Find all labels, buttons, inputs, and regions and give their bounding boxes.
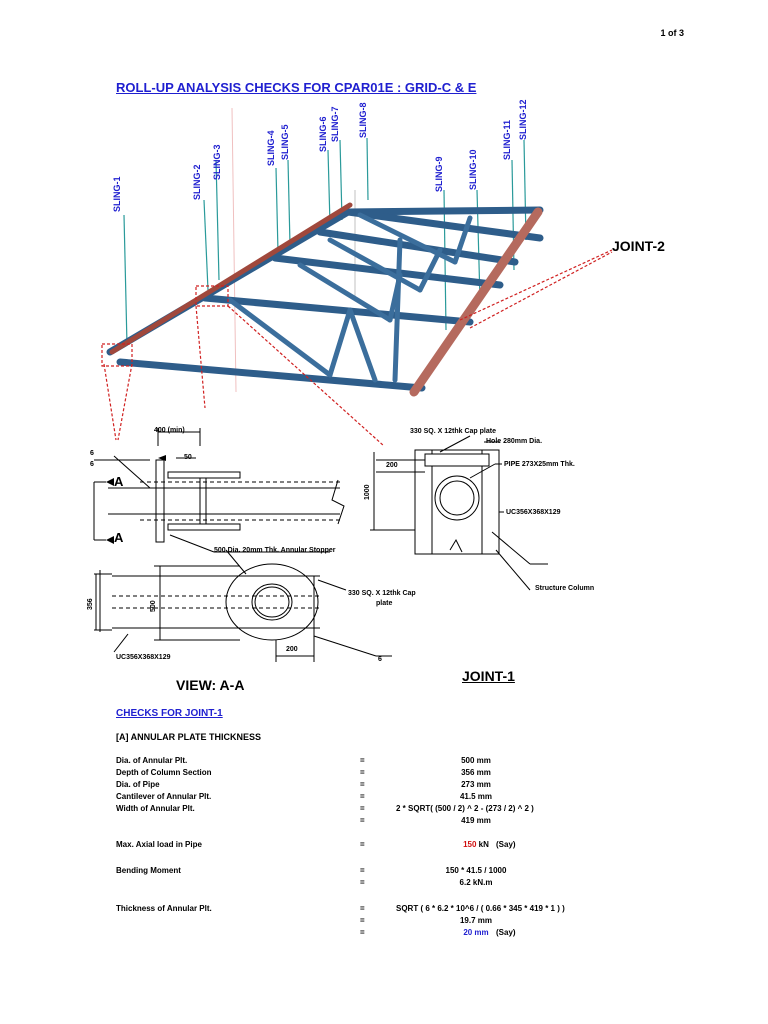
calc-row: = 419 mm: [116, 816, 676, 828]
callout-cap-plate-mid-2: plate: [376, 600, 393, 607]
calc-row: = 6.2 kN.m: [116, 878, 676, 890]
dim-200-plan: 200: [286, 646, 298, 653]
calc-value: 20 mm: [463, 928, 489, 937]
page-number: 1 of 3: [660, 28, 684, 38]
structure-3d-drawing: [101, 107, 613, 447]
calc-row: Dia. of Annular Plt. = 500 mm: [116, 756, 676, 768]
weld-size-6c: 6: [378, 656, 382, 663]
calc-row: Width of Annular Plt. = 2 * SQRT( (500 /…: [116, 804, 676, 816]
view-aa-label: VIEW: A-A: [176, 677, 245, 693]
calc-value: 273 mm: [461, 780, 491, 789]
calc-eq: =: [360, 804, 365, 813]
dim-50: 50: [184, 454, 192, 461]
callout-pipe: PIPE 273X25mm Thk.: [504, 461, 575, 468]
calc-eq: =: [360, 840, 365, 849]
calc-value: 2 * SQRT( (500 / 2) ^ 2 - (273 / 2) ^ 2 …: [396, 804, 534, 813]
calc-row: Bending Moment = 150 * 41.5 / 1000: [116, 866, 676, 878]
page-title: ROLL-UP ANALYSIS CHECKS FOR CPAR01E : GR…: [116, 80, 477, 95]
calc-value: 500 mm: [461, 756, 491, 765]
calc-eq: =: [360, 816, 365, 825]
callout-cap-plate-top: 330 SQ. X 12thk Cap plate: [410, 428, 496, 435]
calc-row: = 19.7 mm: [116, 916, 676, 928]
callout-uc-left: UC356X368X129: [116, 654, 171, 661]
section-mark-a-bottom: A: [114, 530, 124, 545]
section-mark-a-top: A: [114, 474, 124, 489]
callout-uc-right: UC356X368X129: [506, 509, 561, 516]
calc-label: Bending Moment: [116, 866, 181, 875]
calc-label: Depth of Column Section: [116, 768, 212, 777]
calc-row: Cantilever of Annular Plt. = 41.5 mm: [116, 792, 676, 804]
calc-eq: =: [360, 756, 365, 765]
callout-cap-plate-mid-1: 330 SQ. X 12thk Cap: [348, 590, 416, 597]
calc-eq: =: [360, 866, 365, 875]
dim-1000: 1000: [364, 484, 371, 500]
callout-annular-stopper: 500 Dia. 20mm Thk. Annular Stopper: [214, 547, 336, 554]
calc-eq: =: [360, 916, 365, 925]
calc-value: 150 kN: [396, 840, 556, 849]
calc-value: 19.7 mm: [459, 916, 493, 925]
weld-size-6b: 6: [90, 461, 94, 468]
callout-structure-column: Structure Column: [535, 585, 595, 592]
calc-value: 150 * 41.5 / 1000: [445, 866, 507, 875]
calc-label: Dia. of Pipe: [116, 780, 160, 789]
calc-value-unit: kN: [478, 840, 489, 849]
dim-356: 356: [87, 598, 94, 610]
calc-row: = 20 mm (Say): [116, 928, 676, 940]
calc-row: Dia. of Pipe = 273 mm: [116, 780, 676, 792]
dim-500: 500: [150, 600, 157, 612]
calc-value: SQRT ( 6 * 6.2 * 10^6 / ( 0.66 * 345 * 4…: [396, 904, 565, 913]
joint-details-drawing: [93, 428, 548, 662]
calc-label: Width of Annular Plt.: [116, 804, 195, 813]
calc-label: Thickness of Annular Plt.: [116, 904, 212, 913]
weld-size-6a: 6: [90, 450, 94, 457]
callout-hole: Hole 280mm Dia.: [486, 438, 543, 445]
calc-value: 419 mm: [461, 816, 491, 825]
calc-note: (Say): [496, 928, 516, 937]
sub-title: [A] ANNULAR PLATE THICKNESS: [116, 732, 261, 742]
dim-400-min: 400 (min): [154, 427, 185, 434]
calc-eq: =: [360, 878, 365, 887]
calc-row: Thickness of Annular Plt. = SQRT ( 6 * 6…: [116, 904, 676, 916]
checks-title: CHECKS FOR JOINT-1: [116, 708, 223, 719]
calc-label: Dia. of Annular Plt.: [116, 756, 188, 765]
calc-eq: =: [360, 768, 365, 777]
calc-row: Max. Axial load in Pipe = 150 kN (Say): [116, 840, 676, 852]
calc-eq: =: [360, 780, 365, 789]
calc-eq: =: [360, 928, 365, 937]
calc-value: 41.5 mm: [459, 792, 493, 801]
calc-row: Depth of Column Section = 356 mm: [116, 768, 676, 780]
calc-eq: =: [360, 792, 365, 801]
calc-label: Max. Axial load in Pipe: [116, 840, 202, 849]
joint-1-label: JOINT-1: [462, 668, 515, 684]
calc-eq: =: [360, 904, 365, 913]
joint-2-label: JOINT-2: [612, 238, 665, 254]
calc-label: Cantilever of Annular Plt.: [116, 792, 212, 801]
calc-value-num: 150: [463, 840, 477, 849]
dim-200-right: 200: [386, 462, 398, 469]
calc-value: 6.2 kN.m: [459, 878, 493, 887]
calc-value: 356 mm: [461, 768, 491, 777]
calc-note: (Say): [496, 840, 516, 849]
